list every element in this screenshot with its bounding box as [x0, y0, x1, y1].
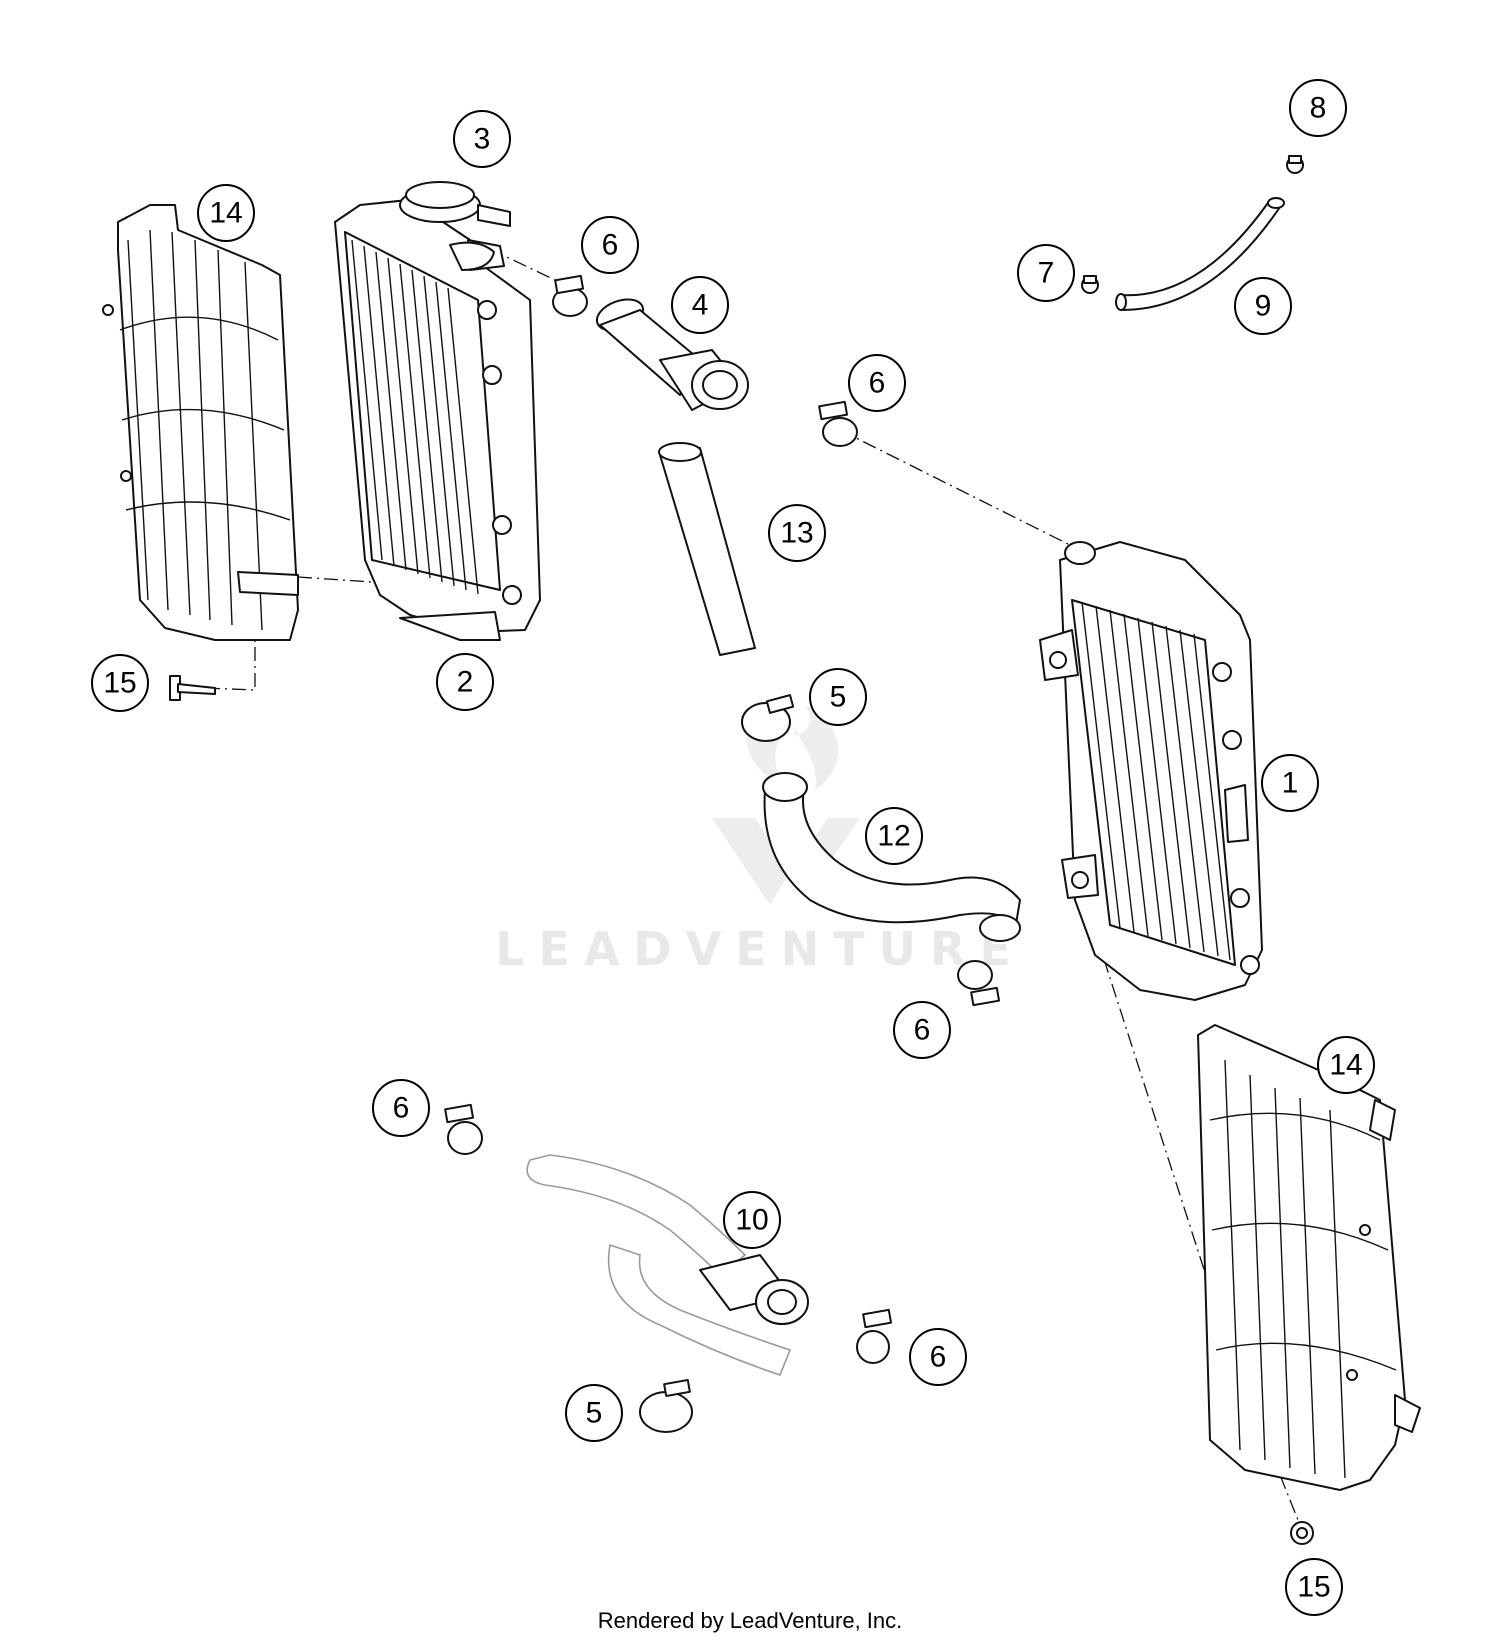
svg-text:2: 2	[457, 666, 474, 699]
curved-hose	[762, 772, 1021, 942]
svg-text:4: 4	[692, 289, 709, 322]
callout-4: 4	[671, 276, 729, 334]
straight-hose	[658, 442, 756, 656]
small-clamp-7	[1081, 275, 1099, 294]
callout-6-top-left: 6	[581, 216, 639, 274]
svg-text:14: 14	[1329, 1049, 1362, 1082]
hose-clamp-6e	[856, 1308, 893, 1364]
callout-2: 2	[436, 653, 494, 711]
svg-text:5: 5	[830, 681, 847, 714]
y-hose	[526, 1154, 809, 1376]
callout-5-top: 5	[809, 668, 867, 726]
callout-6-lower-right: 6	[909, 1328, 967, 1386]
callout-13: 13	[768, 504, 826, 562]
callout-15-left: 15	[91, 654, 149, 712]
callout-8: 8	[1289, 79, 1347, 137]
radiator-guard-left	[102, 204, 299, 641]
callout-9: 9	[1234, 277, 1292, 335]
footer-credit: Rendered by LeadVenture, Inc.	[597, 1608, 903, 1633]
svg-text:15: 15	[1297, 1571, 1330, 1604]
leadventure-watermark: LEADVENTURE	[495, 700, 1025, 976]
svg-text:8: 8	[1310, 92, 1327, 125]
watermark-text: LEADVENTURE	[495, 922, 1025, 976]
svg-text:6: 6	[914, 1014, 931, 1047]
svg-text:13: 13	[780, 517, 813, 550]
svg-text:6: 6	[869, 367, 886, 400]
callout-1: 1	[1261, 754, 1319, 812]
callout-6-top-right: 6	[848, 354, 906, 412]
svg-text:10: 10	[735, 1204, 768, 1237]
hose-clamp-6c	[957, 960, 1001, 1007]
nut-15-right	[1290, 1521, 1314, 1545]
callout-3: 3	[453, 110, 511, 168]
thermostat-union	[595, 298, 749, 411]
radiator-left	[334, 199, 541, 641]
svg-text:5: 5	[586, 1397, 603, 1430]
radiator-guard-right	[1197, 1024, 1421, 1491]
callout-7: 7	[1017, 244, 1075, 302]
svg-text:6: 6	[930, 1341, 947, 1374]
radiator-right	[1039, 541, 1263, 1001]
small-clamp-8	[1286, 155, 1304, 174]
callout-6-middle: 6	[893, 1001, 951, 1059]
svg-text:1: 1	[1282, 767, 1299, 800]
callout-15-right: 15	[1285, 1558, 1343, 1616]
screw-15-left	[169, 675, 216, 701]
hose-clamp-6b	[818, 400, 858, 447]
callout-14-left: 14	[197, 184, 255, 242]
svg-text:6: 6	[393, 1092, 410, 1125]
callout-14-right: 14	[1317, 1036, 1375, 1094]
callout-12: 12	[865, 807, 923, 865]
callout-10: 10	[723, 1191, 781, 1249]
hose-clamp-5a	[741, 694, 795, 742]
overflow-hose	[1115, 197, 1285, 311]
svg-text:14: 14	[209, 197, 242, 230]
svg-text:9: 9	[1255, 290, 1272, 323]
radiator-cap	[399, 181, 511, 271]
hose-clamp-5b	[639, 1379, 693, 1433]
svg-text:7: 7	[1038, 257, 1055, 290]
hose-clamp-6d	[444, 1103, 483, 1155]
svg-text:3: 3	[474, 123, 491, 156]
callout-5-bottom: 5	[565, 1384, 623, 1442]
callout-6-lower-left: 6	[372, 1079, 430, 1137]
svg-text:15: 15	[103, 667, 136, 700]
hose-clamp-6a	[552, 274, 588, 317]
svg-text:6: 6	[602, 229, 619, 262]
svg-text:12: 12	[877, 820, 910, 853]
